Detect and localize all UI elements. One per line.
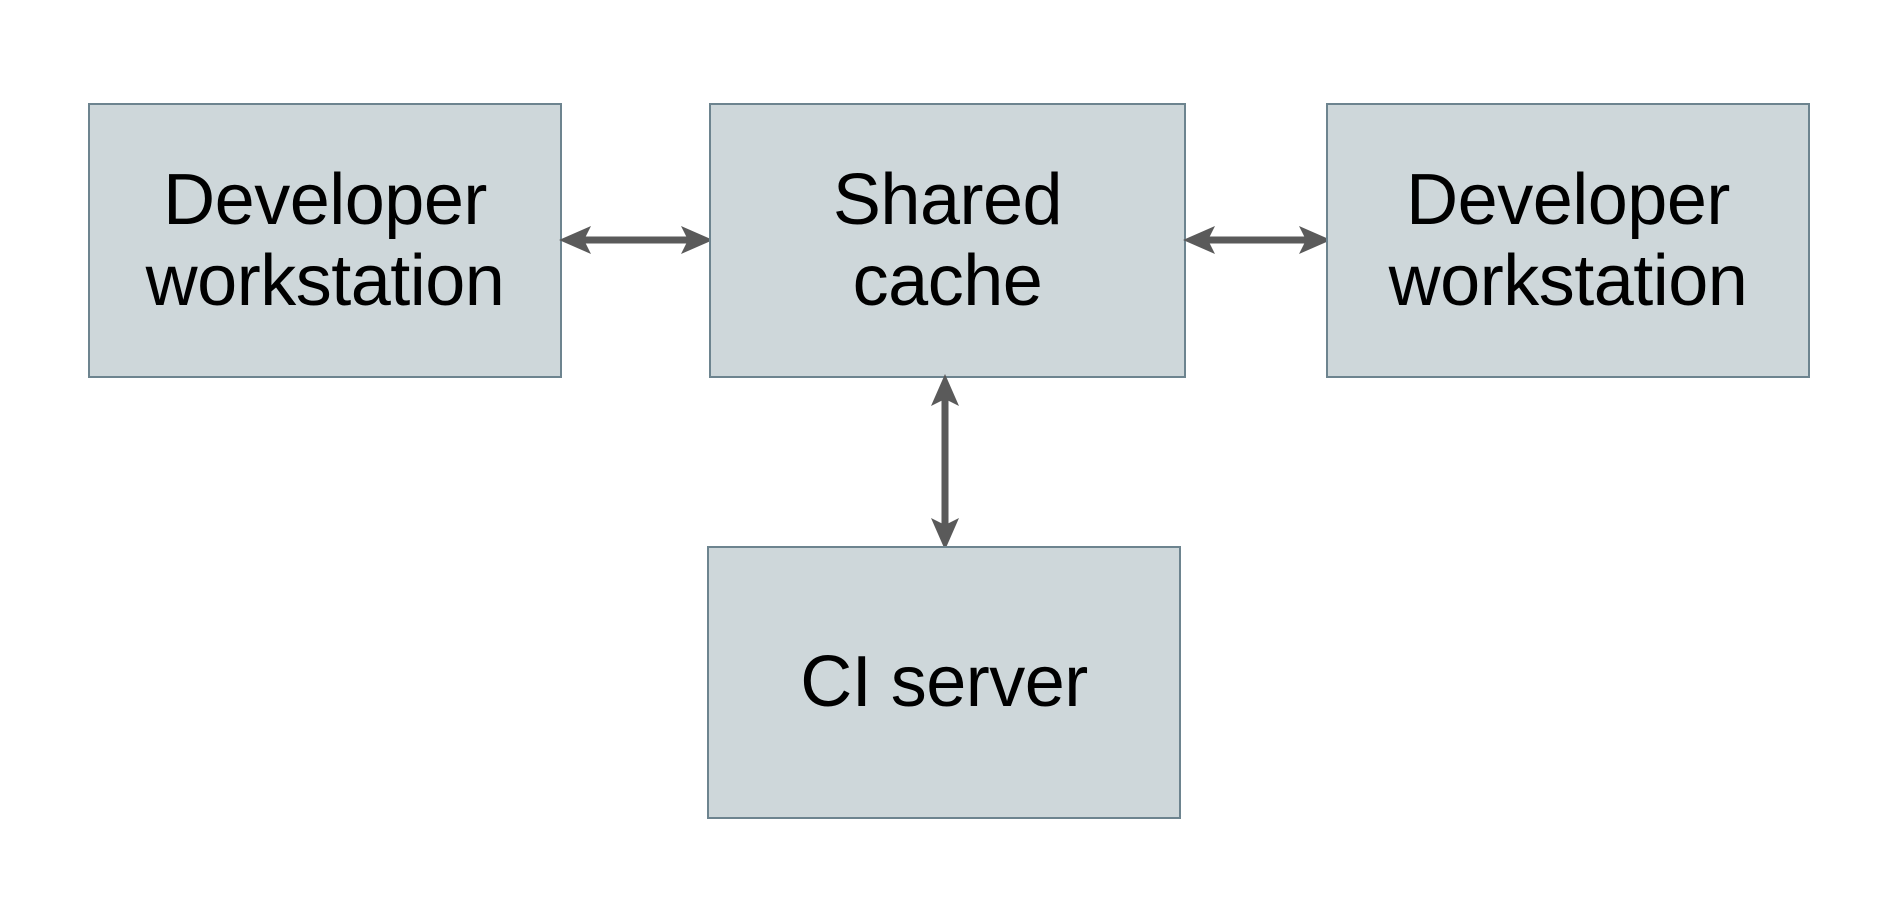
node-label: Developer workstation bbox=[1388, 159, 1748, 321]
node-developer-workstation-right[interactable]: Developer workstation bbox=[1326, 103, 1810, 378]
node-developer-workstation-left[interactable]: Developer workstation bbox=[88, 103, 562, 378]
double-arrow-horizontal-icon bbox=[559, 226, 713, 254]
edge-shared-cache-to-developer-right bbox=[1180, 205, 1334, 275]
node-shared-cache[interactable]: Shared cache bbox=[709, 103, 1186, 378]
double-arrow-vertical-icon bbox=[931, 374, 959, 550]
double-arrow-horizontal-icon bbox=[1183, 226, 1331, 254]
node-label: Developer workstation bbox=[145, 159, 505, 321]
node-label: Shared cache bbox=[832, 159, 1063, 321]
edge-developer-left-to-shared-cache bbox=[555, 205, 717, 275]
node-label: CI server bbox=[800, 642, 1088, 723]
node-ci-server[interactable]: CI server bbox=[707, 546, 1181, 819]
edge-shared-cache-to-ci-server bbox=[905, 372, 985, 552]
